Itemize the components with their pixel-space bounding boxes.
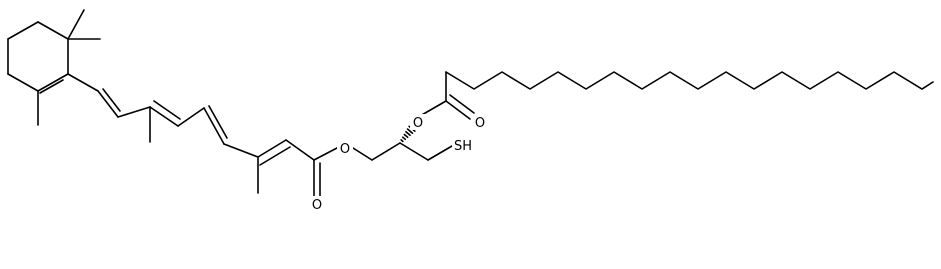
- atom-o-ester-palmitoyl: O: [410, 114, 426, 131]
- ring-bond: [7, 21, 39, 40]
- ring-bond: [37, 73, 69, 92]
- chain-bond: [257, 139, 287, 158]
- chain-double-bond: [259, 146, 291, 166]
- ester-bond: [313, 147, 338, 161]
- chain-bond: [67, 73, 99, 92]
- oxygen-label: O: [475, 116, 485, 131]
- backbone-bond: [399, 142, 429, 161]
- chain-bond: [285, 139, 315, 161]
- atom-o-ester-retinoyl: O: [337, 140, 353, 157]
- ester-bond: [419, 100, 447, 117]
- ester-bond: [352, 147, 373, 161]
- methyl-bond: [67, 9, 85, 40]
- chain-bond: [117, 106, 151, 118]
- chain-bond: [177, 107, 205, 127]
- hash-line: [403, 133, 409, 139]
- chain-double-bond: [102, 88, 121, 112]
- oxygen-label: O: [312, 198, 322, 213]
- oxygen-label: O: [340, 142, 350, 157]
- thiol-label: SH: [454, 139, 472, 154]
- chain-bond: [97, 90, 119, 118]
- carbonyl-double-bond: [445, 100, 471, 120]
- ring-bond: [37, 21, 69, 40]
- atom-thiol: SH: [452, 137, 474, 154]
- atom-o-carbonyl-palmitoyl: O: [472, 114, 488, 131]
- backbone-bond: [427, 145, 453, 161]
- hash-line: [406, 128, 414, 134]
- hash-line: [400, 139, 404, 143]
- palmitoyl-chain: [445, 71, 934, 90]
- chain-bond: [203, 107, 225, 145]
- bond-layer: [7, 9, 934, 197]
- chain-double-bond: [153, 100, 181, 120]
- oxygen-label: O: [413, 116, 423, 131]
- ring-double-bond-inner: [39, 79, 64, 94]
- chain-bond: [149, 106, 179, 127]
- backbone-bond: [371, 142, 401, 161]
- atom-o-carbonyl-retinoyl: O: [309, 196, 325, 213]
- carbonyl-double-bond: [449, 94, 475, 114]
- ring-bond: [7, 73, 39, 92]
- hash-line: [405, 130, 411, 137]
- chain-bond: [223, 143, 259, 158]
- hash-line: [401, 136, 407, 141]
- chain-double-bond: [208, 105, 228, 139]
